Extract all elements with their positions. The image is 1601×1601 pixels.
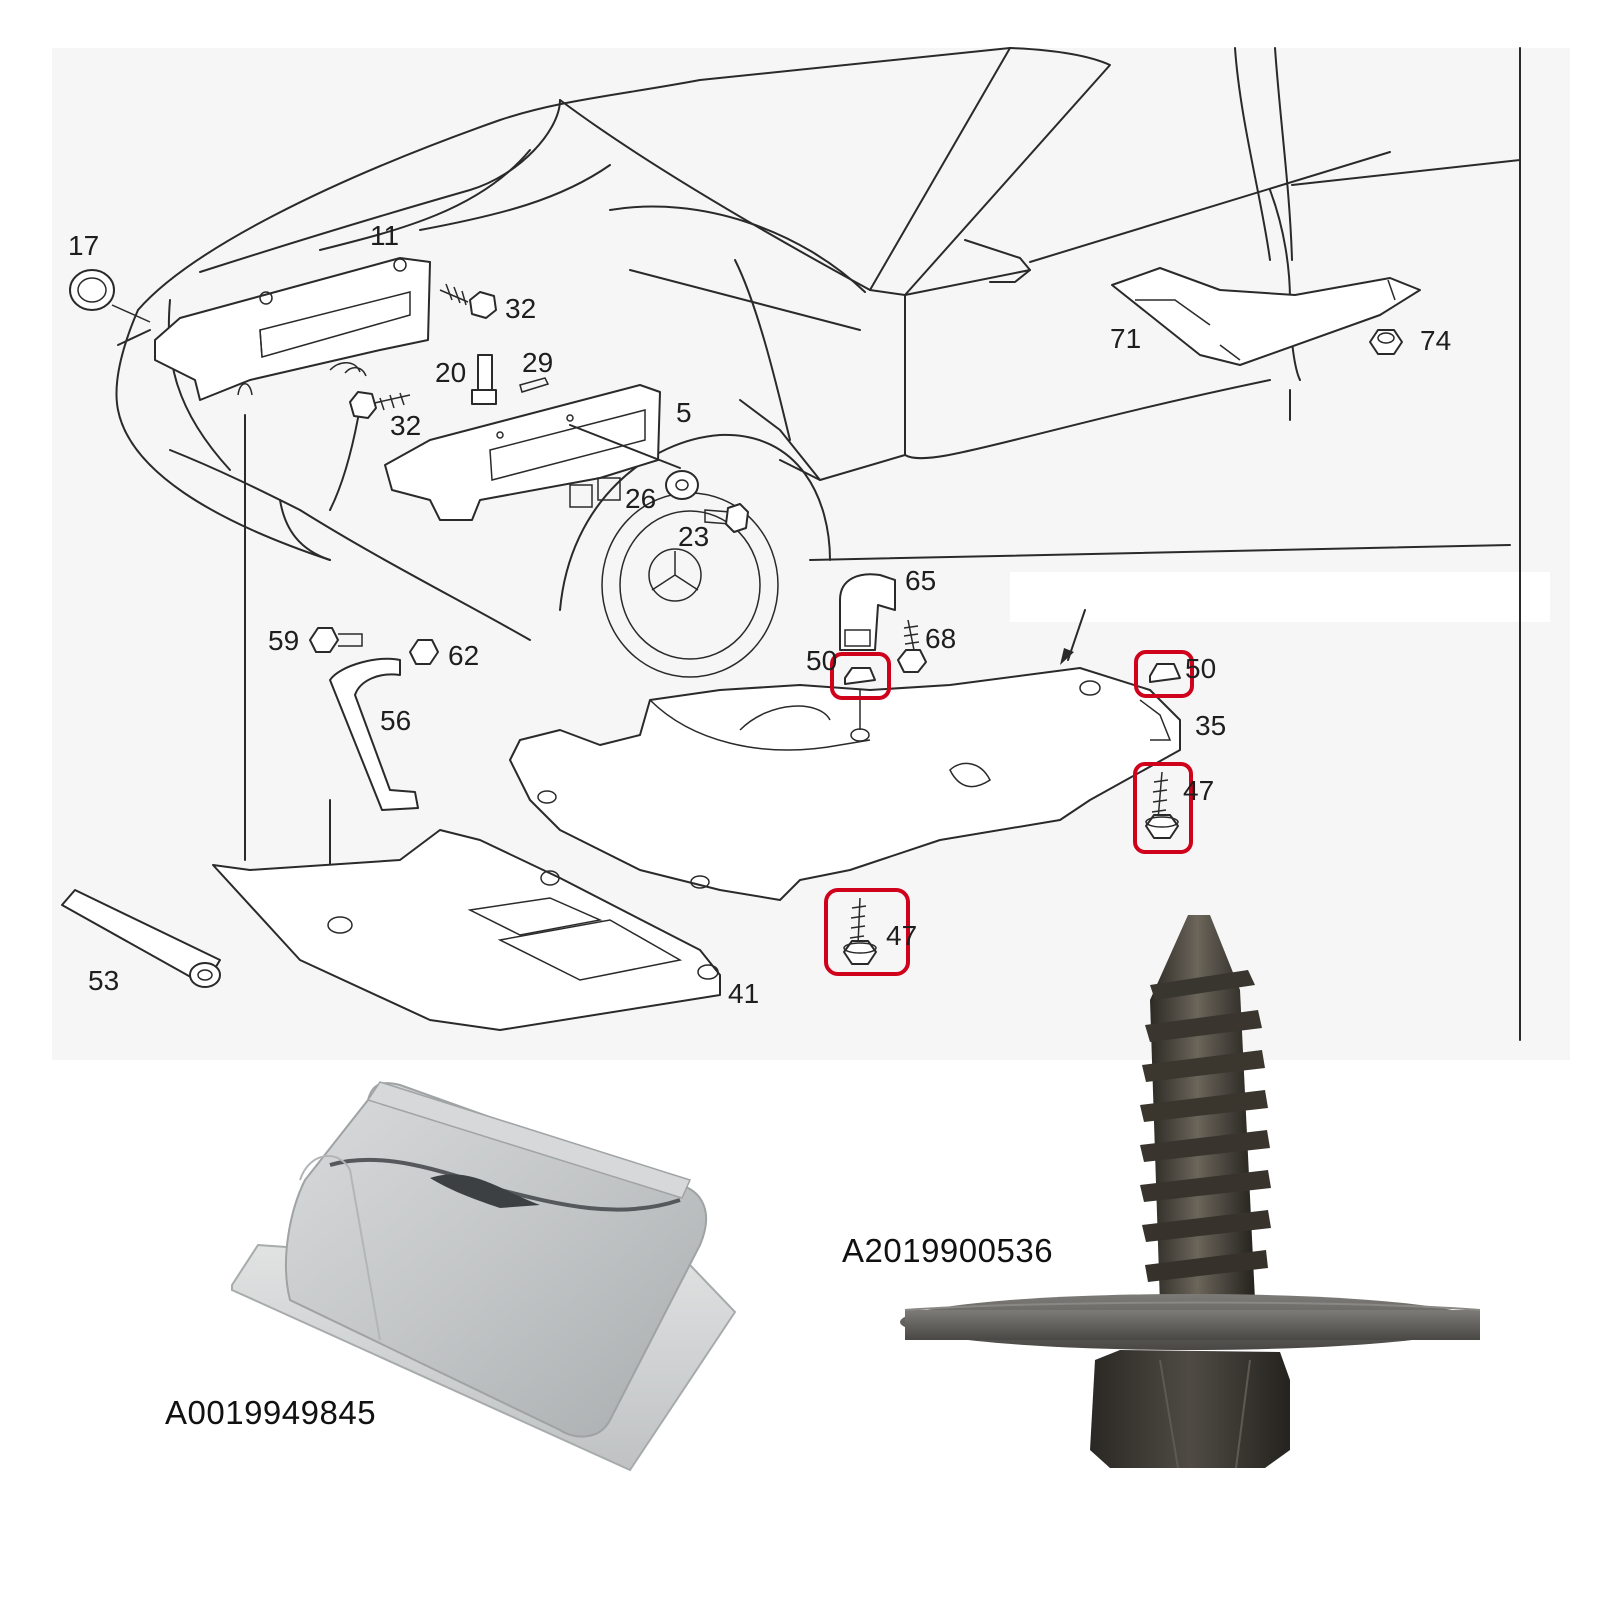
diagram-background-notch [1010, 572, 1550, 622]
callout-32-lower: 32 [390, 410, 421, 441]
part-50-clip-right [1149, 663, 1181, 683]
callout-50-right: 50 [1185, 653, 1216, 684]
screw-product-photo [900, 915, 1481, 1469]
highlight-boxes [824, 650, 1194, 976]
callout-68: 68 [925, 623, 956, 654]
part-59-bolt [309, 627, 363, 653]
callout-47-right: 47 [1183, 775, 1214, 806]
callout-59: 59 [268, 625, 299, 656]
part-74-nut [1369, 329, 1403, 355]
clip-product-photo [231, 1081, 737, 1472]
callout-23: 23 [678, 521, 709, 552]
clip-part-number: A0019949845 [165, 1394, 376, 1431]
part-47-screw-bottom [843, 897, 877, 965]
callout-35: 35 [1195, 710, 1226, 741]
callout-29: 29 [522, 347, 553, 378]
highlight-47-bottom [824, 888, 910, 976]
callout-74: 74 [1420, 325, 1451, 356]
car-body-outline [115, 47, 1521, 1041]
callout-62: 62 [448, 640, 479, 671]
screw-threads [1140, 970, 1271, 1282]
part-11-front-panel [154, 257, 431, 401]
part-50-clip-left [844, 667, 876, 685]
part-29-pin [519, 377, 550, 393]
part-71-side-panel [1111, 267, 1421, 366]
highlight-50-right [1134, 650, 1194, 698]
callout-41: 41 [728, 978, 759, 1009]
part-5-grille-panel [384, 384, 681, 521]
part-65-bracket [839, 573, 896, 651]
part-32-screw-lower [329, 391, 411, 511]
callout-labels: 17 11 32 20 29 32 5 26 23 71 74 65 68 59… [68, 220, 1451, 1009]
highlight-47-right [1133, 762, 1193, 854]
callout-11: 11 [370, 220, 399, 251]
callout-32-upper: 32 [505, 293, 536, 324]
callout-17: 17 [68, 230, 99, 261]
callout-26: 26 [625, 483, 656, 514]
callout-5: 5 [676, 397, 692, 428]
part-32-screw-upper [439, 283, 497, 319]
part-17-grommet [69, 269, 151, 323]
callout-53: 53 [88, 965, 119, 996]
part-68-screw [897, 619, 927, 673]
callout-20: 20 [435, 357, 466, 388]
screw-part-number: A2019900536 [842, 1232, 1053, 1269]
callout-56: 56 [380, 705, 411, 736]
rear-undertray [509, 609, 1181, 901]
callout-71: 71 [1110, 323, 1141, 354]
callout-65: 65 [905, 565, 936, 596]
part-47-screw-right [1145, 771, 1179, 839]
part-20-clip [471, 354, 497, 405]
highlight-50-left [830, 652, 891, 700]
callout-50-left: 50 [806, 645, 837, 676]
part-53-tube [61, 889, 221, 988]
callout-47-bottom: 47 [886, 920, 917, 951]
part-41-front-undertray [212, 414, 721, 1031]
part-23-bolt [704, 503, 749, 533]
part-26-washer [665, 470, 699, 500]
part-62-nut [409, 639, 439, 665]
